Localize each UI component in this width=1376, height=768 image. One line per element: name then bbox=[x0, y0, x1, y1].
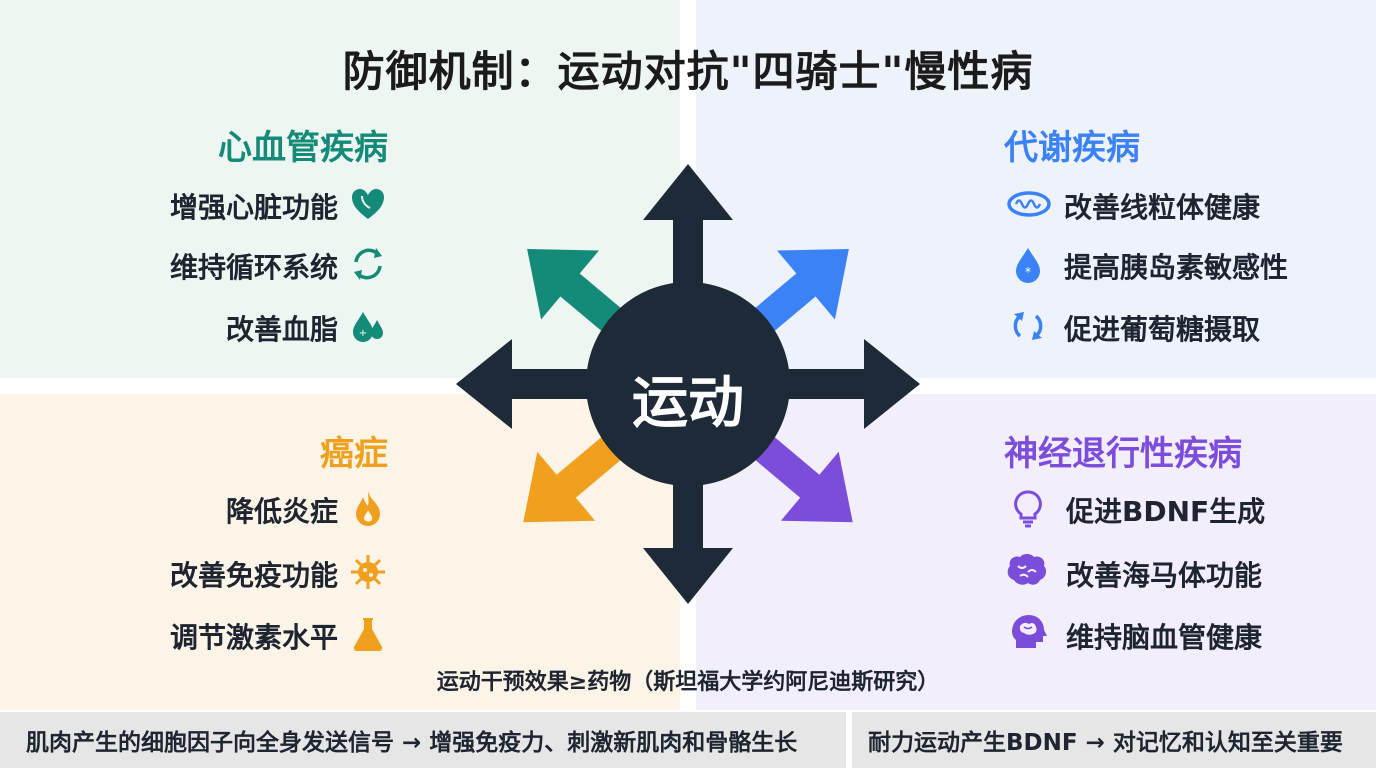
mitochondria-icon bbox=[1006, 184, 1052, 224]
arrow-down bbox=[643, 384, 733, 604]
lightbulb-icon bbox=[1008, 488, 1048, 528]
brain-icon bbox=[1004, 550, 1050, 590]
hub-label: 运动 bbox=[632, 371, 744, 436]
cardio-item-2: 维持循环系统 bbox=[169, 251, 338, 284]
virus-icon bbox=[348, 552, 388, 592]
cardio-item-3: 改善血脂 bbox=[225, 313, 338, 346]
footnote: 运动干预效果≥药物（斯坦福大学约阿尼迪斯研究） bbox=[436, 670, 940, 695]
insulin-drop-icon: * bbox=[1008, 244, 1048, 284]
neuro-item-2: 改善海马体功能 bbox=[1066, 559, 1263, 592]
svg-text:*: * bbox=[1025, 265, 1031, 279]
bottom-note-right: 耐力运动产生BDNF → 对记忆和认知至关重要 bbox=[852, 712, 1376, 768]
metabolic-quadrant-bg bbox=[696, 0, 1376, 378]
page-title: 防御机制：运动对抗"四骑士"慢性病 bbox=[342, 47, 1034, 96]
metabolic-title: 代谢疾病 bbox=[1004, 128, 1140, 168]
bottom-note-left: 肌肉产生的细胞因子向全身发送信号 → 增强免疫力、刺激新肌肉和骨骼生长 bbox=[0, 712, 846, 768]
flame-icon bbox=[348, 488, 388, 528]
metabolic-item-2: 提高胰岛素敏感性 bbox=[1064, 251, 1289, 284]
cardio-item-1: 增强心脏功能 bbox=[169, 191, 338, 224]
neuro-item-1: 促进BDNF生成 bbox=[1066, 495, 1266, 528]
arrow-left bbox=[456, 339, 688, 429]
arrow-right bbox=[688, 339, 920, 429]
cancer-title: 癌症 bbox=[320, 434, 388, 474]
svg-text:+: + bbox=[359, 328, 367, 339]
metabolic-item-3: 促进葡萄糖摄取 bbox=[1064, 313, 1261, 346]
recycle-arrows-icon bbox=[348, 244, 388, 284]
hub-circle bbox=[586, 282, 790, 486]
neuro-quadrant-bg bbox=[696, 394, 1376, 710]
circular-arrows-icon bbox=[1008, 306, 1048, 346]
cancer-item-3: 调节激素水平 bbox=[169, 621, 338, 654]
head-brain-icon bbox=[1008, 612, 1048, 652]
cancer-quadrant-bg bbox=[0, 394, 680, 710]
neuro-title: 神经退行性疾病 bbox=[1004, 434, 1242, 474]
cardio-title: 心血管疾病 bbox=[218, 128, 388, 168]
heart-icon bbox=[348, 184, 388, 224]
arrow-up bbox=[643, 164, 733, 384]
cancer-item-2: 改善免疫功能 bbox=[169, 559, 338, 592]
cardio-quadrant-bg bbox=[0, 0, 680, 378]
metabolic-item-1: 改善线粒体健康 bbox=[1064, 191, 1261, 224]
neuro-item-3: 维持脑血管健康 bbox=[1066, 621, 1263, 654]
flask-icon bbox=[348, 614, 388, 654]
cancer-item-1: 降低炎症 bbox=[225, 495, 338, 528]
blood-drops-icon: + bbox=[348, 306, 388, 346]
